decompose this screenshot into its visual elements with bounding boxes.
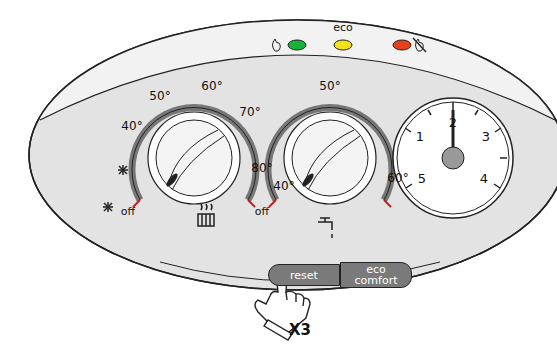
dial-scale: 40° xyxy=(121,120,142,132)
gauge-number: 4 xyxy=(480,172,488,185)
dial-scale: off xyxy=(121,206,135,217)
dial-scale: 60° xyxy=(201,80,222,92)
gauge-number: 5 xyxy=(418,172,426,185)
reset-button: reset xyxy=(268,264,340,286)
button-text: eco comfort xyxy=(344,264,408,286)
gauge-number: 2 xyxy=(449,116,457,129)
gauge-number: 3 xyxy=(482,130,490,143)
led-label: eco xyxy=(333,22,353,33)
eco-comfort-button: eco comfort xyxy=(340,262,412,288)
dial-scale: 50° xyxy=(319,80,340,92)
dial-scale: off xyxy=(255,206,269,217)
gauge-number: 1 xyxy=(416,130,424,143)
dial-scale: 50° xyxy=(149,90,170,102)
dial-scale: 80° xyxy=(251,162,272,174)
dial-scale: 70° xyxy=(239,106,260,118)
press-count: X3 xyxy=(289,323,311,338)
dial-scale: 40° xyxy=(273,180,294,192)
dial-scale: 60° xyxy=(387,172,408,184)
button-text: reset xyxy=(272,270,336,281)
